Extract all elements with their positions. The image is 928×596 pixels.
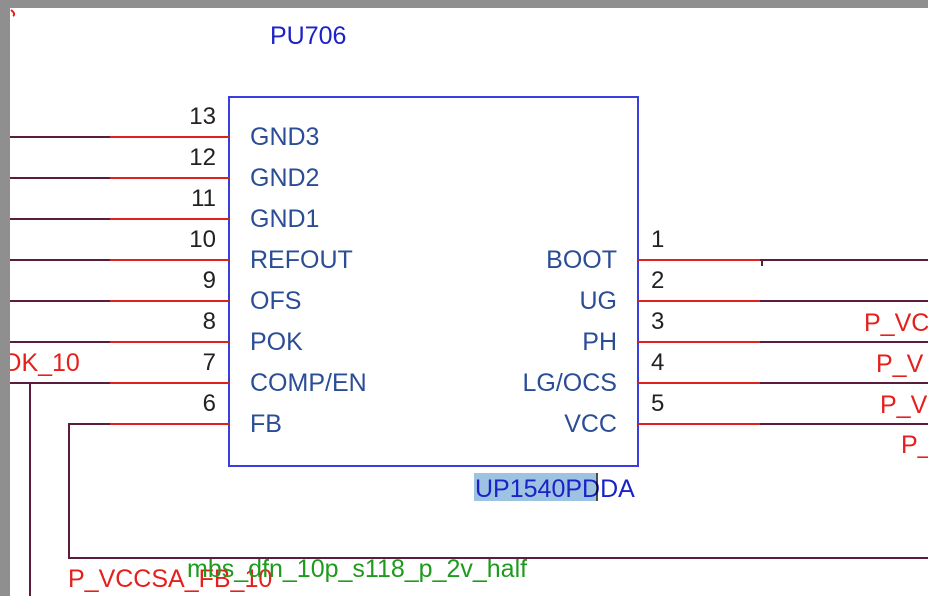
left-pin-numbers: 13 12 11 10 9 8 7 6 xyxy=(189,103,216,417)
net-label-right-4: P_V xyxy=(876,350,924,378)
cropped-net-fragment xyxy=(10,9,16,17)
pin-number: 5 xyxy=(651,390,664,417)
comp-en-wire xyxy=(29,382,110,596)
pin-number: 8 xyxy=(203,308,216,335)
pin-number: 2 xyxy=(651,267,664,294)
pin-number: 9 xyxy=(203,267,216,294)
pin-number: 3 xyxy=(651,308,664,335)
pin-name: BOOT xyxy=(546,246,617,274)
net-label-right-6: P_ xyxy=(901,431,928,459)
pin-number: 11 xyxy=(191,185,216,212)
pin-number: 4 xyxy=(651,349,664,376)
pin-name: OFS xyxy=(250,287,301,315)
left-pin-names: GND3 GND2 GND1 REFOUT OFS POK COMP/EN FB xyxy=(250,123,367,438)
net-labels: OK_10 P_VC P_V P_V P_ P_VCCSA_FB_10 xyxy=(10,309,928,593)
part-number-selected: UP1540P xyxy=(475,475,582,503)
pin-name: GND1 xyxy=(250,205,319,233)
text-selection-highlight xyxy=(474,473,596,501)
pin-name: POK xyxy=(250,328,303,356)
pin-number: 6 xyxy=(203,390,216,417)
schematic-canvas: PU706 xyxy=(10,9,928,596)
pin-name: LG/OCS xyxy=(523,369,617,397)
right-pin-numbers: 1 2 3 4 5 xyxy=(651,226,664,417)
pin-name: VCC xyxy=(564,410,617,438)
net-label-right-5: P_V xyxy=(880,391,928,419)
pin-name: COMP/EN xyxy=(250,369,367,397)
pin-name: UG xyxy=(580,287,618,315)
pin-number: 10 xyxy=(189,226,216,253)
pin-number: 12 xyxy=(189,144,216,171)
net-label-fb: P_VCCSA_FB_10 xyxy=(68,565,272,593)
pin-name: GND2 xyxy=(250,164,319,192)
pin-name: PH xyxy=(582,328,617,356)
pin-name: REFOUT xyxy=(250,246,353,274)
ic-body[interactable] xyxy=(228,96,639,467)
pin-name: FB xyxy=(250,410,282,438)
right-pin-names: BOOT UG PH LG/OCS VCC xyxy=(523,246,617,438)
left-pin-lines xyxy=(10,136,229,425)
pin-number: 7 xyxy=(203,349,216,376)
fb-loop-wire xyxy=(68,423,928,559)
part-number-rest: DDA xyxy=(582,475,635,503)
footprint-label: mbs_dfn_10p_s118_p_2v_half xyxy=(187,555,527,583)
refdes-label[interactable]: PU706 xyxy=(270,22,346,50)
pin-number: 1 xyxy=(651,226,664,253)
net-label-right-3: P_VC xyxy=(864,309,928,337)
net-label-pok: OK_10 xyxy=(10,349,80,377)
document-viewer[interactable]: PU706 xyxy=(10,8,928,596)
pin-name: GND3 xyxy=(250,123,319,151)
part-number[interactable]: UP1540PDDA xyxy=(475,475,635,503)
pin-number: 13 xyxy=(189,103,216,130)
right-pin-lines xyxy=(638,259,928,425)
